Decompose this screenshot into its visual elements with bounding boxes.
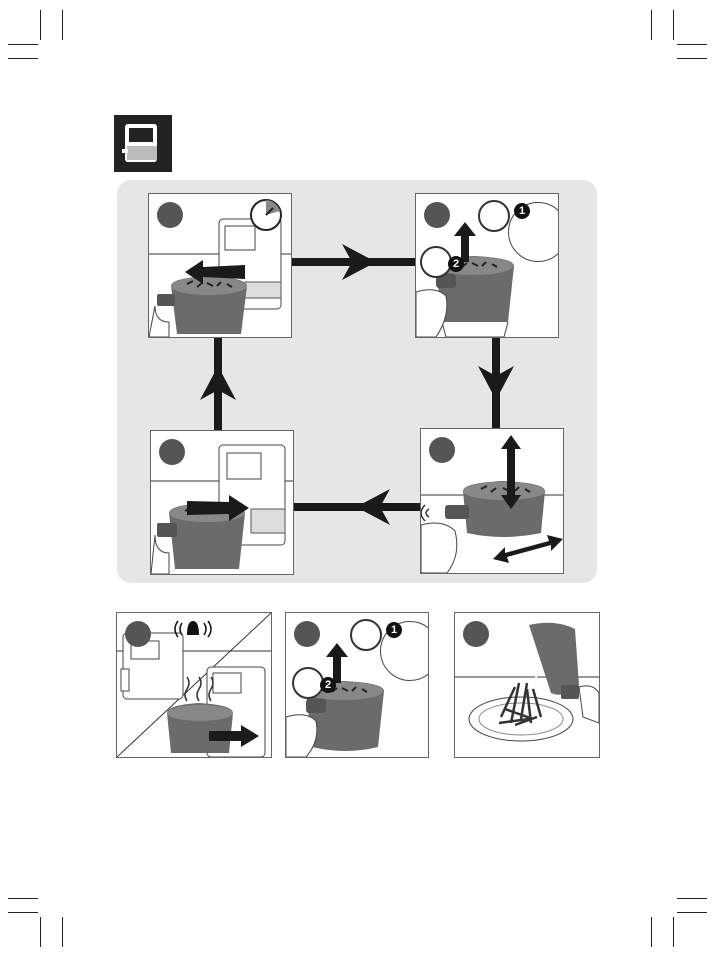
step-number-badge [424,202,450,228]
crop-mark [677,898,707,899]
step-number-badge [125,621,151,647]
pull-out-arrow-icon [185,260,245,284]
shake-horizontal-arrow-icon [493,533,563,563]
bell-icon [173,617,213,639]
step-panel-shake-basket [420,428,564,574]
crop-mark [62,10,63,40]
crop-mark [8,44,38,45]
step-number-badge [157,202,183,228]
pull-out-arrow-icon [209,725,259,747]
step-number-badge [463,621,489,647]
step-panel-serve [454,612,600,758]
timer-icon [249,198,283,232]
crop-mark [673,10,674,40]
release-button-icon [350,619,382,651]
crop-mark [651,917,652,947]
arrow-right-icon [342,244,376,280]
release-button-icon [478,200,510,232]
step-panel-release-basket-final: 1 2 [285,612,429,758]
callout-number-2: 2 [320,677,336,693]
crop-mark [8,912,38,913]
crop-mark [677,912,707,913]
arrow-left-icon [356,489,390,525]
crop-mark [673,917,674,947]
step-panel-ready-signal [116,612,272,758]
step-panel-release-basket: 1 2 [415,193,559,338]
crop-mark [8,898,38,899]
airfryer-icon [114,115,172,172]
step-number-badge [429,437,455,463]
callout-number-1: 1 [386,622,402,638]
step-panel-push-in [150,430,294,575]
crop-mark [62,917,63,947]
arrow-up-icon [200,366,236,400]
crop-mark [677,44,707,45]
crop-mark [8,58,38,59]
step-number-badge [294,621,320,647]
crop-mark [677,58,707,59]
shake-vertical-arrow-icon [501,435,521,509]
crop-mark [40,10,41,40]
push-in-arrow-icon [187,495,249,521]
arrow-down-icon [478,366,514,400]
step-number-badge [159,439,185,465]
callout-number-1: 1 [514,203,530,219]
step-panel-pull-out [148,193,292,338]
crop-mark [40,917,41,947]
crop-mark [651,10,652,40]
callout-number-2: 2 [448,256,464,272]
